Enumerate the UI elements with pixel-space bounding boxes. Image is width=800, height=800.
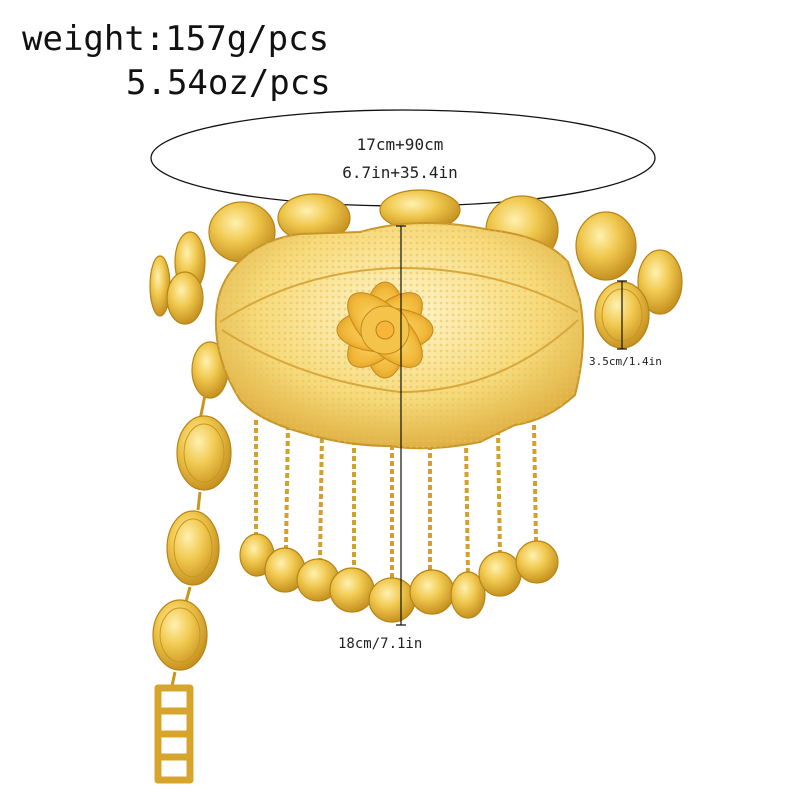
coin-diameter-label: 3.5cm/1.4in xyxy=(589,355,662,368)
drop-length-label: 18cm/7.1in xyxy=(338,636,423,652)
side-coins-left xyxy=(166,271,229,399)
waist-length-cm-label: 17cm+90cm xyxy=(356,135,444,154)
dangle-coins xyxy=(239,533,559,623)
hanging-chain-left xyxy=(152,394,232,687)
weight-grams-label: weight:157g/pcs xyxy=(22,19,330,59)
extender-ladder xyxy=(154,684,194,784)
dangle-chains xyxy=(254,420,538,584)
center-flower xyxy=(336,281,434,379)
dimension-lines xyxy=(396,225,627,626)
weight-ounces-label: 5.54oz/pcs xyxy=(126,63,331,103)
waist-length-in-label: 6.7in+35.4in xyxy=(342,163,458,182)
back-band-coins xyxy=(149,189,683,317)
